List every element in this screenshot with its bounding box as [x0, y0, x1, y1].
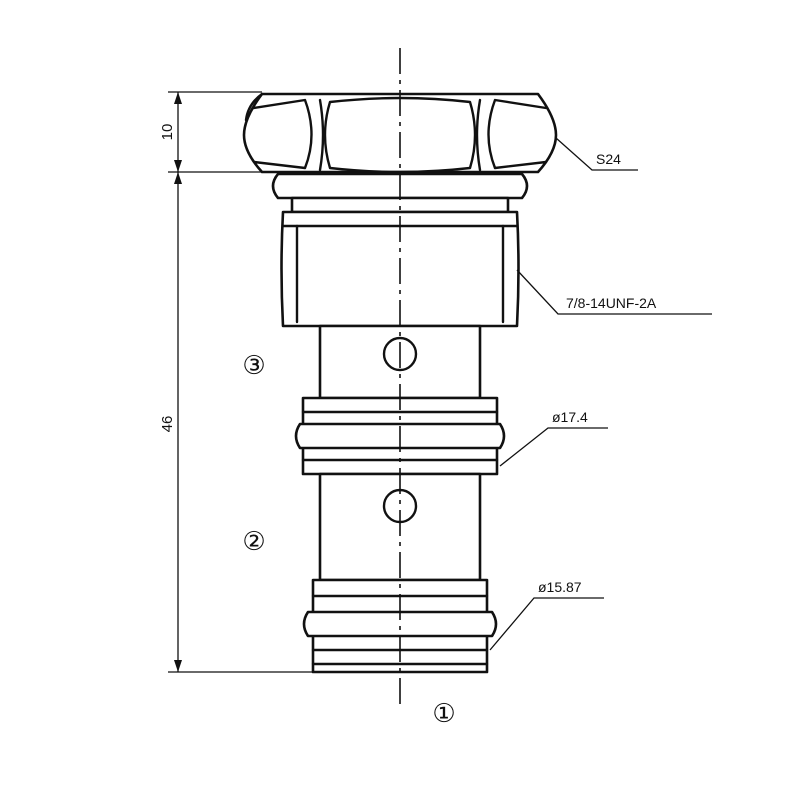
dimension-46-label: 46	[159, 416, 176, 433]
thread-spec-label: 7/8-14UNF-2A	[566, 295, 657, 311]
port-2-marker: ②	[242, 526, 265, 556]
lower-diameter-label: ø15.87	[538, 579, 582, 595]
callout-leaders	[489, 137, 712, 651]
port-3-marker: ③	[242, 350, 265, 380]
dimension-10-label: 10	[159, 124, 176, 141]
hex-size-label: S24	[596, 151, 621, 167]
port-3-hole	[382, 336, 418, 372]
port-1-marker: ①	[432, 698, 455, 728]
dimension-lines	[168, 91, 313, 673]
upper-diameter-label: ø17.4	[552, 409, 588, 425]
